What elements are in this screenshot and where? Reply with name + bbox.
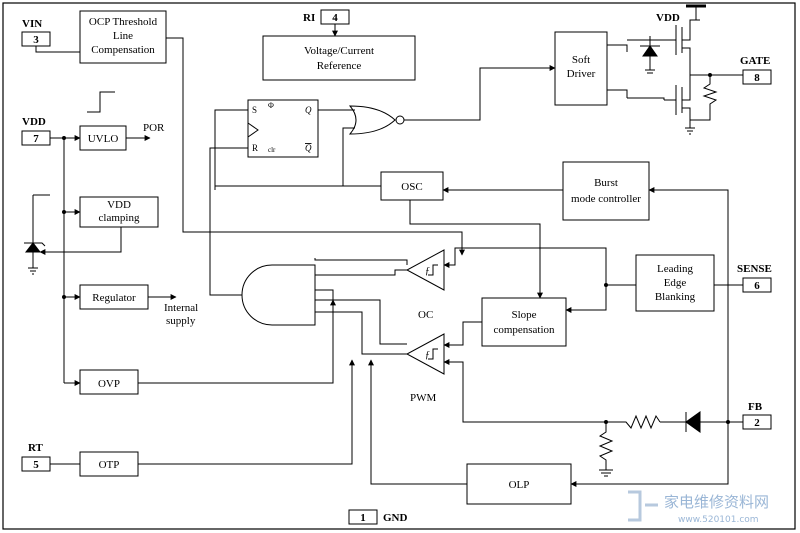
otp-label: OTP	[99, 459, 120, 471]
por-label: POR	[143, 122, 165, 134]
ff-clock-triangle	[247, 122, 259, 138]
pin-fb-name: FB	[748, 401, 763, 413]
and-gate	[241, 264, 316, 326]
ocp-label-2: Line	[113, 30, 133, 42]
watermark: 家电维修资料网 www.520101.com	[628, 490, 769, 525]
watermark-url: www.520101.com	[678, 515, 759, 525]
soft-label-1: Soft	[572, 54, 590, 66]
ocp-label-3: Compensation	[91, 44, 155, 56]
internal-label-2: supply	[166, 315, 196, 327]
pin-gnd-num: 1	[360, 512, 366, 524]
soft-label-2: Driver	[567, 68, 596, 80]
vref-label-2: Reference	[317, 60, 362, 72]
leb-block	[635, 254, 715, 312]
ff-qbar-label: Q	[305, 143, 312, 153]
ocp-block	[79, 10, 167, 64]
olp-label: OLP	[509, 479, 530, 491]
pin-vdd-name: VDD	[22, 116, 46, 128]
pin-ri-name: RI	[303, 12, 315, 24]
pwm-label: PWM	[410, 392, 437, 404]
vddclamp-label-2: clamping	[99, 212, 140, 224]
pin-gate-box	[742, 69, 772, 85]
pin-gnd-name: GND	[383, 512, 408, 524]
nor-gate	[348, 105, 396, 135]
vddclamp-label-1: VDD	[107, 199, 131, 211]
slope-block	[481, 297, 567, 347]
sr-flipflop	[247, 99, 319, 158]
pin-rt-name: RT	[28, 442, 44, 454]
ocp-label-1: OCP Threshold	[89, 16, 158, 28]
pin-sense-name: SENSE	[737, 263, 772, 275]
vref-label-1: Voltage/Current	[304, 45, 374, 57]
pwm-comparator	[405, 333, 445, 375]
oc-comp-symbol: ƒ	[425, 266, 430, 277]
pin-sense-num: 6	[754, 280, 760, 292]
pin-rt-num: 5	[33, 459, 39, 471]
uvlo-label: UVLO	[88, 133, 119, 145]
pin-fb-num: 2	[754, 417, 760, 429]
pin-ri-num: 4	[332, 12, 338, 24]
pin-vin-num: 3	[33, 34, 39, 46]
burst-label-1: Burst	[594, 177, 618, 189]
oc-comparator	[405, 249, 445, 291]
regulator-label: Regulator	[92, 292, 136, 304]
burst-block	[562, 161, 650, 221]
pwm-comp-symbol: ƒ	[425, 350, 430, 361]
ff-q-label: Q	[305, 105, 312, 115]
ff-r-label: R	[252, 143, 258, 153]
pin-gate-name: GATE	[740, 55, 770, 67]
leb-label-1: Leading	[657, 263, 694, 275]
ovp-label: OVP	[98, 378, 120, 390]
vref-block	[262, 35, 416, 81]
pin-gate-num: 8	[754, 72, 760, 84]
oc-label: OC	[418, 309, 433, 321]
pin-gnd-box	[348, 509, 378, 525]
osc-label: OSC	[401, 181, 422, 193]
ff-top-label: Φ	[268, 101, 274, 110]
burst-label-2: mode controller	[571, 193, 641, 205]
ff-s-label: S	[252, 105, 257, 115]
slope-label-1: Slope	[511, 309, 536, 321]
ff-clr-label: clr	[268, 146, 276, 154]
leb-label-3: Blanking	[655, 291, 696, 303]
watermark-logo-icon	[628, 490, 658, 522]
slope-label-2: compensation	[493, 324, 555, 336]
internal-label-1: Internal	[164, 302, 198, 314]
vdd-top-label: VDD	[656, 12, 680, 24]
watermark-title: 家电维修资料网	[664, 493, 769, 511]
leb-label-2: Edge	[664, 277, 687, 289]
pin-vin-name: VIN	[22, 18, 42, 30]
pin-vdd-num: 7	[33, 133, 39, 145]
nor-bubble	[395, 115, 405, 125]
